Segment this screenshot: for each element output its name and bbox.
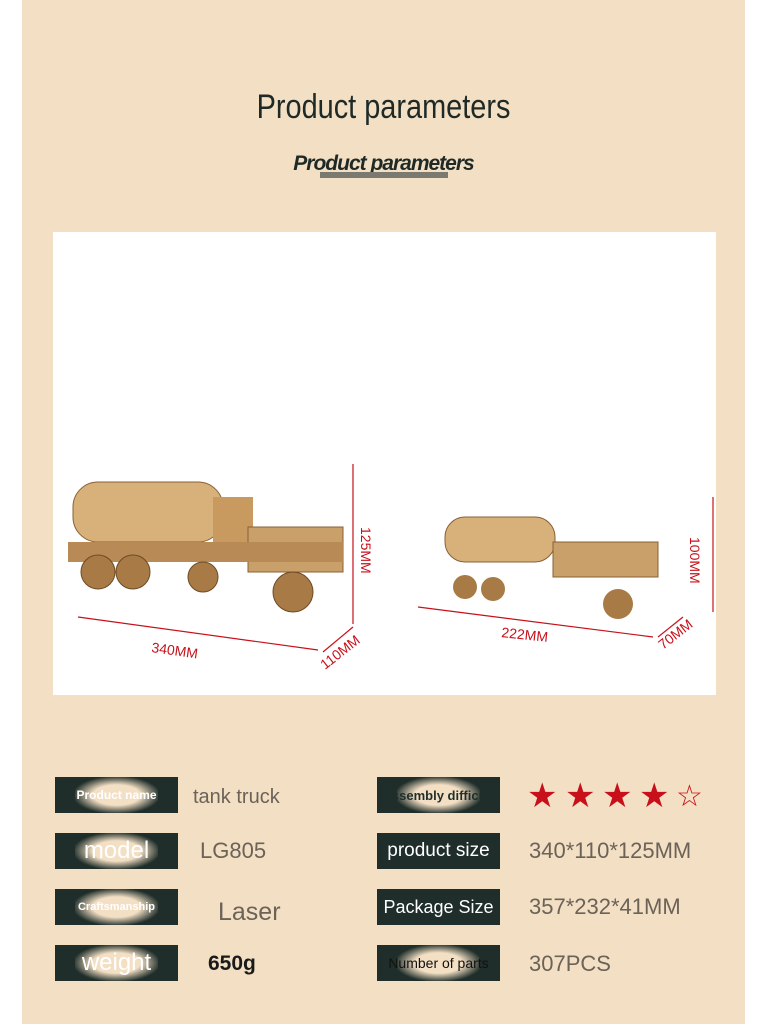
product-name-value: tank truck [193,786,280,808]
product-page: Product parameters Product parameters 34… [22,0,745,1024]
subtitle-underline [320,172,448,178]
craftsmanship-label: Craftsmanship [55,889,178,925]
page-subtitle: Product parameters [293,152,474,175]
product-name-label: Product name [55,777,178,813]
small-height-label: 100MM [687,537,703,584]
weight-label: weight [55,945,178,981]
number-of-parts-value: 307PCS [529,951,611,976]
product-size-value: 340*110*125MM [529,838,692,863]
star-filled-icon: ★ [602,777,633,815]
page-title: Product parameters [256,88,511,126]
model-label: model [55,833,178,869]
star-filled-icon: ★ [527,777,558,815]
number-of-parts-label: Number of parts [377,945,500,981]
weight-value: 650g [208,952,256,975]
assembly-difficulty-label: Assembly difficult [377,777,500,813]
star-filled-icon: ★ [639,777,670,815]
package-size-value: 357*232*41MM [529,894,681,919]
product-size-label: product size [377,833,500,869]
large-height-label: 125MM [358,527,374,574]
large-truck-image [68,481,344,613]
small-width-label: 70MM [655,616,696,653]
large-length-label: 340MM [151,639,199,661]
star-filled-icon: ★ [565,777,596,815]
model-value: LG805 [200,838,267,863]
small-length-label: 222MM [501,624,549,645]
product-photo: 340MM 110MM 125MM 222MM 70MM 100MM [53,232,716,695]
small-truck-image [444,516,659,619]
craftsmanship-value: Laser [218,898,281,926]
star-empty-icon: ☆ [676,780,703,813]
package-size-label: Package Size [377,889,500,925]
